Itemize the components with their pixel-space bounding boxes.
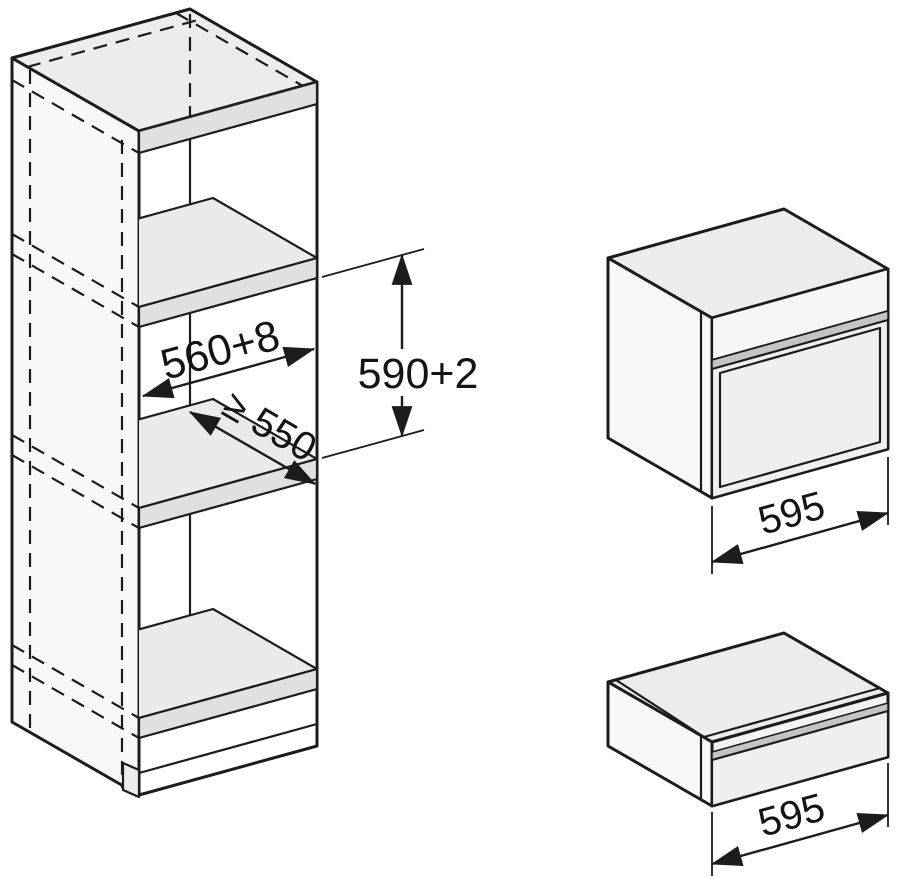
drawer-width-arrow [710,813,890,866]
hidden-edge-line [11,253,140,328]
drawer-width-label: 595 [754,785,830,845]
hidden-top-inset-line [26,16,206,69]
plinth-top-edge [137,722,319,775]
oven-door-frame [718,326,882,489]
niche-depth-arrow [188,410,317,486]
hidden-edge-line [11,664,140,739]
hidden-edge-line [11,233,140,308]
plinth-foot [121,761,141,799]
compact-oven: 595 [606,207,890,574]
dim-niche-height: 590+2 [321,248,479,459]
hidden-edge-line [11,644,140,719]
bottom-board-front-edge [139,667,317,740]
hidden-edge-line [11,79,140,154]
hidden-edge-line [11,454,140,529]
drawer-front-panel [710,709,890,808]
top-panel-front-edge [139,82,317,155]
warming-drawer: 595 [606,631,890,876]
oven-door [710,318,890,500]
oven-width-label: 595 [754,483,830,543]
hidden-edges [11,12,304,788]
drawer-lid-inset-edge [614,678,882,739]
extension-line [321,429,425,459]
hidden-top-inset-line [175,12,304,87]
tall-cabinet: 560+8 ≥ 550 590+2 [10,7,479,799]
hidden-edge-line [11,434,140,509]
extension-line [321,248,425,278]
upper-shelf-front-edge [139,256,317,329]
niche-width-arrow [141,346,316,399]
niche-height-label: 590+2 [358,350,479,398]
oven-width-arrow [710,511,890,564]
